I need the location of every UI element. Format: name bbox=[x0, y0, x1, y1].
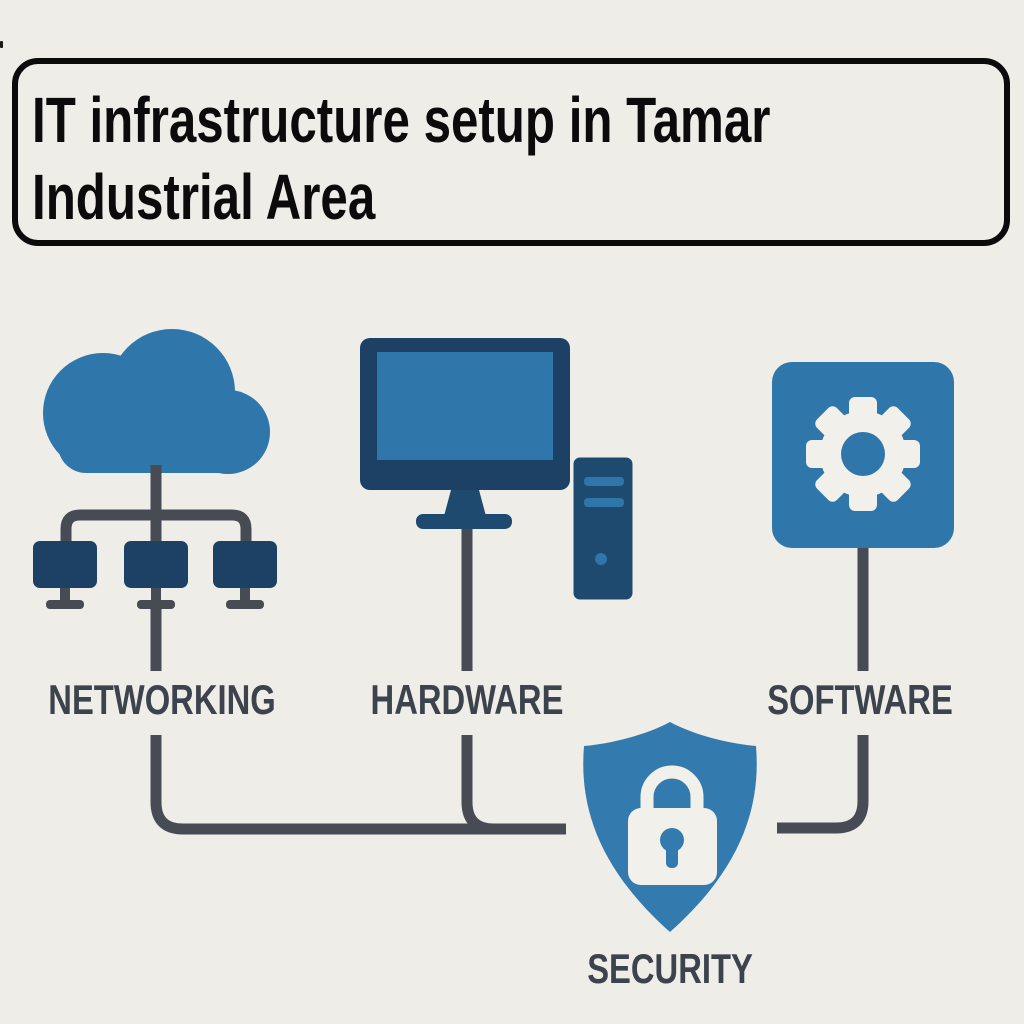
hardware-node: HARDWARE bbox=[360, 338, 636, 835]
page-title-line2: Industrial Area bbox=[32, 161, 376, 233]
cloud-network-icon bbox=[33, 329, 277, 609]
desktop-computer-icon bbox=[360, 338, 636, 603]
software-node: SOFTWARE bbox=[767, 362, 954, 834]
security-node: SECURITY bbox=[583, 722, 757, 992]
network-terminal-1 bbox=[33, 541, 97, 609]
network-branch-lines bbox=[60, 465, 252, 545]
tower-pc bbox=[570, 454, 636, 603]
hardware-label: HARDWARE bbox=[371, 676, 564, 723]
monitor-base bbox=[416, 514, 512, 529]
monitor-screen bbox=[377, 352, 553, 460]
stray-mark bbox=[0, 41, 3, 48]
shield-lock-icon bbox=[583, 722, 757, 932]
svg-text:HARDWARE: HARDWARE bbox=[371, 676, 564, 723]
security-label: SECURITY bbox=[587, 945, 753, 992]
gear-shape bbox=[806, 397, 920, 511]
lock-shackle bbox=[640, 765, 704, 813]
networking-node: NETWORKING bbox=[33, 329, 566, 835]
svg-text:NETWORKING: NETWORKING bbox=[48, 676, 275, 723]
title-box: IT infrastructure setup in Tamar Industr… bbox=[12, 58, 1010, 246]
keyhole-stem bbox=[666, 846, 678, 868]
gear-icon bbox=[772, 362, 954, 548]
page-title: IT infrastructure setup in Tamar Industr… bbox=[32, 82, 770, 236]
svg-text:SECURITY: SECURITY bbox=[587, 945, 753, 992]
network-terminal-3 bbox=[213, 541, 277, 609]
networking-label: NETWORKING bbox=[48, 676, 275, 723]
keyhole bbox=[660, 828, 684, 852]
cloud-shape bbox=[43, 329, 270, 474]
software-connector bbox=[777, 548, 869, 834]
networking-connector bbox=[150, 607, 566, 835]
svg-text:SOFTWARE: SOFTWARE bbox=[767, 676, 953, 723]
network-terminal-2 bbox=[124, 541, 188, 609]
software-label: SOFTWARE bbox=[767, 676, 953, 723]
page-title-line1: IT infrastructure setup in Tamar bbox=[32, 84, 771, 156]
monitor-neck bbox=[444, 490, 486, 516]
hardware-connector bbox=[461, 529, 566, 835]
power-button bbox=[595, 553, 607, 565]
gear-hole bbox=[841, 432, 885, 476]
